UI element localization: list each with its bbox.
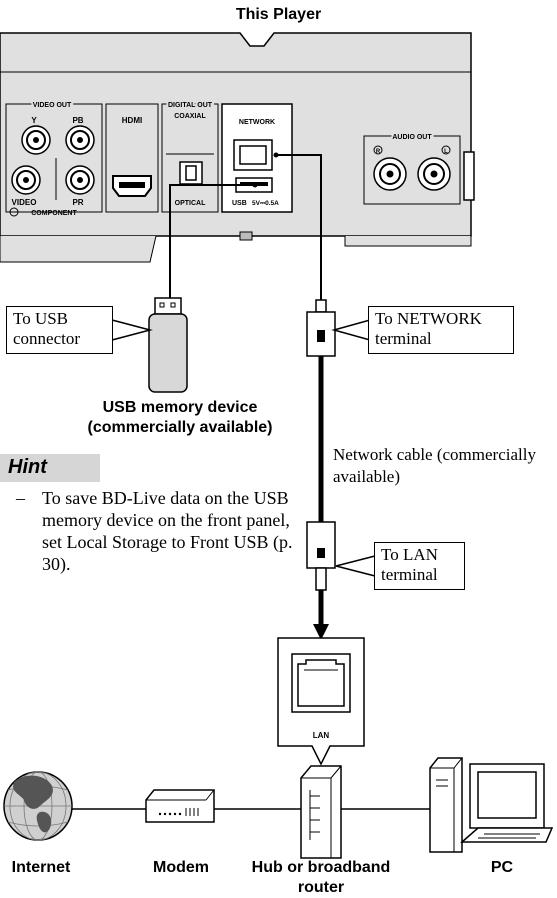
video-out-section: VIDEO OUT Y PB VIDEO PR COMPONENT xyxy=(5,100,103,217)
svg-text:PB: PB xyxy=(72,116,83,125)
svg-text:Y: Y xyxy=(31,116,37,125)
svg-text:R: R xyxy=(376,149,381,155)
modem-label: Modem xyxy=(153,859,209,876)
hub-router-icon xyxy=(300,765,342,859)
audio-l-jack[interactable] xyxy=(417,157,451,191)
lan-jack[interactable]: LAN xyxy=(277,637,365,766)
network-plug-top xyxy=(306,299,336,357)
usb-memory-device xyxy=(148,297,188,393)
optical-port[interactable] xyxy=(179,161,203,185)
svg-text:AUDIO OUT: AUDIO OUT xyxy=(392,134,432,141)
hdmi-section: HDMI xyxy=(105,103,159,213)
video-jack[interactable] xyxy=(11,165,41,195)
audio-r-jack[interactable] xyxy=(373,157,407,191)
svg-text:PR: PR xyxy=(72,198,83,207)
internet-label: Internet xyxy=(11,859,71,876)
hint-body: To save BD-Live data on the USB memory d… xyxy=(42,488,293,574)
usb-device-caption: USB memory device (commercially availabl… xyxy=(87,399,273,436)
hint-title: Hint xyxy=(8,456,47,478)
svg-text:L: L xyxy=(444,149,448,155)
globe-icon xyxy=(3,771,73,841)
audio-out-section: AUDIO OUT R L xyxy=(363,132,475,205)
network-port[interactable] xyxy=(233,139,273,171)
digital-out-section: DIGITAL OUT COAXIAL OPTICAL xyxy=(161,100,219,213)
svg-text:DIGITAL OUT: DIGITAL OUT xyxy=(168,102,213,109)
usb-connector-callout: To USB connector xyxy=(6,306,113,354)
usb-cable xyxy=(169,182,258,302)
hdmi-port[interactable] xyxy=(112,175,152,197)
svg-text:VIDEO OUT: VIDEO OUT xyxy=(33,102,72,109)
svg-text:HDMI: HDMI xyxy=(122,116,142,125)
hub-router-label: Hub or broadband router xyxy=(251,859,391,896)
hint-dash: – xyxy=(16,488,25,508)
network-cable-label: Network cable (commercially available) xyxy=(333,445,536,486)
svg-text:LAN: LAN xyxy=(313,731,330,740)
svg-text:COAXIAL: COAXIAL xyxy=(174,113,206,120)
pb-jack[interactable] xyxy=(65,125,95,155)
network-plug-bottom xyxy=(306,521,336,591)
pr-jack[interactable] xyxy=(65,165,95,195)
network-usb-section: NETWORK USB 5V⎓0.5A xyxy=(221,103,293,213)
svg-text:5V⎓0.5A: 5V⎓0.5A xyxy=(252,200,279,207)
pc-icon xyxy=(429,757,554,853)
svg-text:COMPONENT: COMPONENT xyxy=(31,210,77,217)
svg-text:OPTICAL: OPTICAL xyxy=(175,200,206,207)
hint-text: – To save BD-Live data on the USB memory… xyxy=(16,487,296,575)
pc-label: PC xyxy=(490,859,514,876)
y-jack[interactable] xyxy=(21,125,51,155)
modem-icon xyxy=(145,789,215,823)
svg-text:NETWORK: NETWORK xyxy=(239,119,275,126)
svg-text:USB: USB xyxy=(232,200,247,207)
player-title: This Player xyxy=(235,6,322,23)
svg-text:VIDEO: VIDEO xyxy=(12,198,37,207)
hint-bar xyxy=(0,454,100,482)
network-terminal-callout: To NETWORK terminal xyxy=(368,306,514,354)
lan-terminal-callout: To LAN terminal xyxy=(374,542,465,590)
